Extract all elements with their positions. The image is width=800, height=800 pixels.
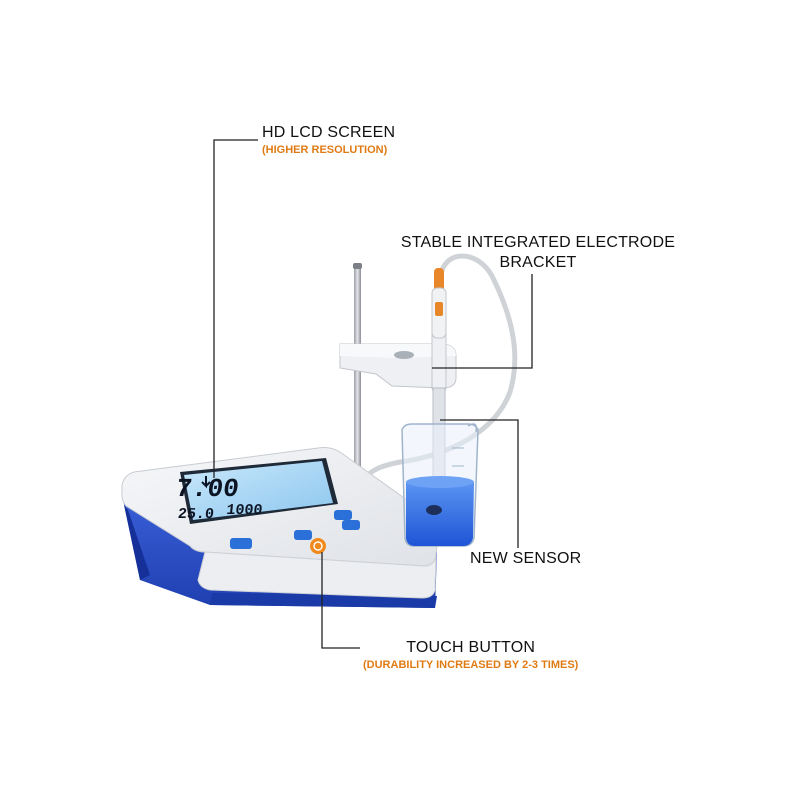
leader-lcd — [213, 139, 258, 478]
callout-bracket-title: STABLE INTEGRATED ELECTRODE BRACKET — [400, 234, 676, 271]
lcd-screen: 7.00 25.0 1000 — [174, 458, 338, 524]
callout-touch-subtitle: (DURABILITY INCREASED BY 2-3 TIMES) — [363, 659, 579, 671]
power-button-icon[interactable] — [310, 538, 326, 554]
lcd-temperature-reading: 25.0 — [177, 505, 215, 523]
button-right-upper[interactable] — [334, 510, 352, 520]
button-center[interactable] — [294, 530, 312, 540]
callout-touch-button: TOUCH BUTTON (DURABILITY INCREASED BY 2-… — [363, 639, 578, 671]
button-right-lower[interactable] — [342, 520, 360, 530]
leader-bracket — [432, 274, 533, 369]
button-left[interactable] — [230, 538, 252, 549]
callout-lcd-subtitle: (HIGHER RESOLUTION) — [262, 144, 388, 156]
callout-bracket: STABLE INTEGRATED ELECTRODE BRACKET — [388, 233, 688, 273]
callout-sensor: NEW SENSOR — [470, 550, 581, 568]
leader-sensor — [440, 419, 519, 548]
lcd-primary-reading: 7.00 — [174, 474, 241, 504]
callout-lcd-screen: HD LCD SCREEN (HIGHER RESOLUTION) — [262, 124, 395, 156]
callout-touch-title: TOUCH BUTTON — [406, 639, 536, 656]
lcd-arrow-icon — [201, 476, 211, 489]
electrode-cable — [362, 253, 518, 481]
beaker-icon — [401, 423, 479, 547]
lcd-secondary-reading: 1000 — [225, 501, 263, 519]
callout-sensor-title: NEW SENSOR — [470, 550, 582, 567]
support-rod — [354, 265, 361, 480]
electrode-bracket — [339, 329, 457, 393]
leader-touch — [321, 552, 360, 649]
callout-lcd-title: HD LCD SCREEN — [262, 124, 396, 141]
rod-cap — [353, 263, 362, 269]
